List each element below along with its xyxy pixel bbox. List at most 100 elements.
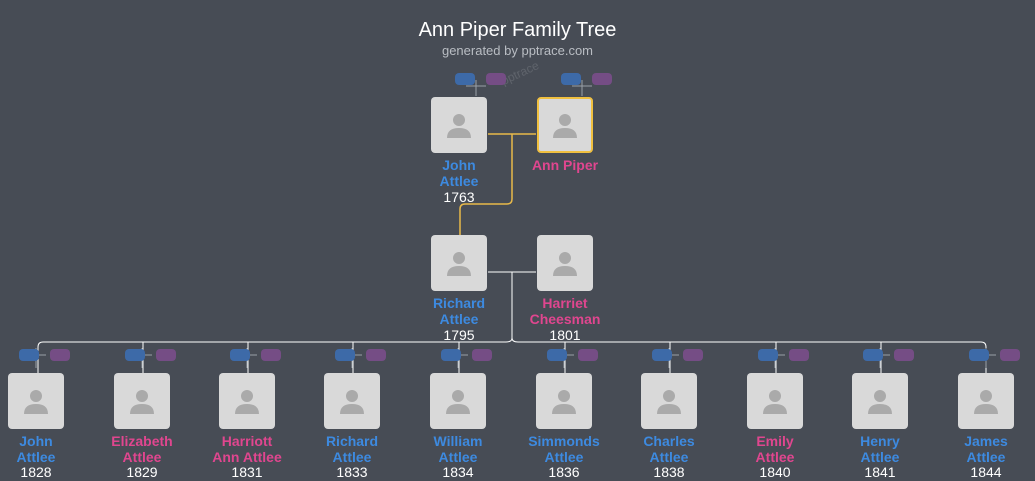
expand-mother-toggle[interactable]	[156, 349, 176, 361]
person-name[interactable]: John Attlee	[409, 157, 509, 189]
person-name-line-2: Attlee	[332, 449, 372, 465]
avatar[interactable]	[958, 373, 1014, 429]
birth-year: 1841	[864, 464, 896, 480]
expand-father-toggle[interactable]	[441, 349, 461, 361]
person-silhouette-icon	[447, 114, 471, 138]
person-name-line-2: Ann Attlee	[212, 449, 282, 465]
person-name-line-2: Attlee	[544, 449, 584, 465]
person-silhouette-icon	[974, 390, 998, 414]
person-name-line-1: James	[964, 433, 1008, 449]
avatar[interactable]	[8, 373, 64, 429]
expand-mother-toggle[interactable]	[683, 349, 703, 361]
person-name-line-1: Richard	[325, 433, 379, 449]
avatar[interactable]	[536, 373, 592, 429]
person-silhouette-icon	[24, 390, 48, 414]
expand-father-toggle[interactable]	[19, 349, 39, 361]
person-name-line-1: Simmonds	[528, 433, 600, 449]
avatar[interactable]	[537, 97, 593, 153]
expand-father-toggle[interactable]	[455, 73, 475, 85]
person-silhouette-icon	[340, 390, 364, 414]
expand-mother-toggle[interactable]	[1000, 349, 1020, 361]
birth-year: 1833	[336, 464, 368, 480]
person-name[interactable]: Ann Piper	[515, 157, 615, 173]
page-title: Ann Piper Family Tree	[418, 19, 617, 41]
avatar[interactable]	[431, 235, 487, 291]
birth-year: 1840	[759, 464, 791, 480]
expand-mother-toggle[interactable]	[894, 349, 914, 361]
expand-father-toggle[interactable]	[758, 349, 778, 361]
avatar[interactable]	[852, 373, 908, 429]
birth-year: 1844	[970, 464, 1002, 480]
expand-mother-toggle[interactable]	[592, 73, 612, 85]
person-name-line-2: Cheesman	[529, 311, 601, 327]
expand-mother-toggle[interactable]	[261, 349, 281, 361]
expand-father-toggle[interactable]	[230, 349, 250, 361]
person-name-line-1: John	[442, 157, 476, 173]
expand-mother-toggle[interactable]	[486, 73, 506, 85]
expand-father-toggle[interactable]	[547, 349, 567, 361]
person-silhouette-icon	[446, 390, 470, 414]
person-name-line-2: Attlee	[649, 449, 689, 465]
avatar[interactable]	[537, 235, 593, 291]
expand-father-toggle[interactable]	[969, 349, 989, 361]
birth-year: 1763	[443, 189, 475, 205]
expand-mother-toggle[interactable]	[578, 349, 598, 361]
birth-year: 1828	[20, 464, 52, 480]
expand-father-toggle[interactable]	[652, 349, 672, 361]
expand-father-toggle[interactable]	[125, 349, 145, 361]
birth-year: 1829	[126, 464, 158, 480]
expand-mother-toggle[interactable]	[472, 349, 492, 361]
person-name-line-2: Attlee	[966, 449, 1006, 465]
avatar[interactable]	[219, 373, 275, 429]
person-silhouette-icon	[552, 390, 576, 414]
avatar[interactable]	[430, 373, 486, 429]
avatar[interactable]	[641, 373, 697, 429]
expand-father-toggle[interactable]	[335, 349, 355, 361]
avatar[interactable]	[324, 373, 380, 429]
avatar[interactable]	[747, 373, 803, 429]
person-name-line-1: John	[19, 433, 53, 449]
expand-father-toggle[interactable]	[561, 73, 581, 85]
expand-father-toggle[interactable]	[863, 349, 883, 361]
person-name-line-1: Elizabeth	[111, 433, 173, 449]
person-name-line-1: Harriott	[221, 433, 273, 449]
person-name-line-2: Attlee	[439, 173, 479, 189]
birth-year: 1831	[231, 464, 263, 480]
avatar[interactable]	[114, 373, 170, 429]
person-name-line-1: Ann Piper	[531, 157, 599, 173]
birth-year: 1836	[548, 464, 580, 480]
person-name[interactable]: Harriet Cheesman	[515, 295, 615, 327]
person-name[interactable]: Richard Attlee	[409, 295, 509, 327]
person-name-line-1: Emily	[756, 433, 794, 449]
person-silhouette-icon	[447, 252, 471, 276]
avatar[interactable]	[431, 97, 487, 153]
expand-mother-toggle[interactable]	[789, 349, 809, 361]
expand-mother-toggle[interactable]	[366, 349, 386, 361]
person-name-line-1: William	[433, 433, 483, 449]
person-silhouette-icon	[553, 252, 577, 276]
person-card-ann-piper: Ann Piper	[515, 97, 615, 207]
birth-year: 1801	[549, 327, 581, 343]
person-name-line-1: Harriet	[542, 295, 588, 311]
person-name-line-1: Richard	[432, 295, 486, 311]
expand-mother-toggle[interactable]	[50, 349, 70, 361]
